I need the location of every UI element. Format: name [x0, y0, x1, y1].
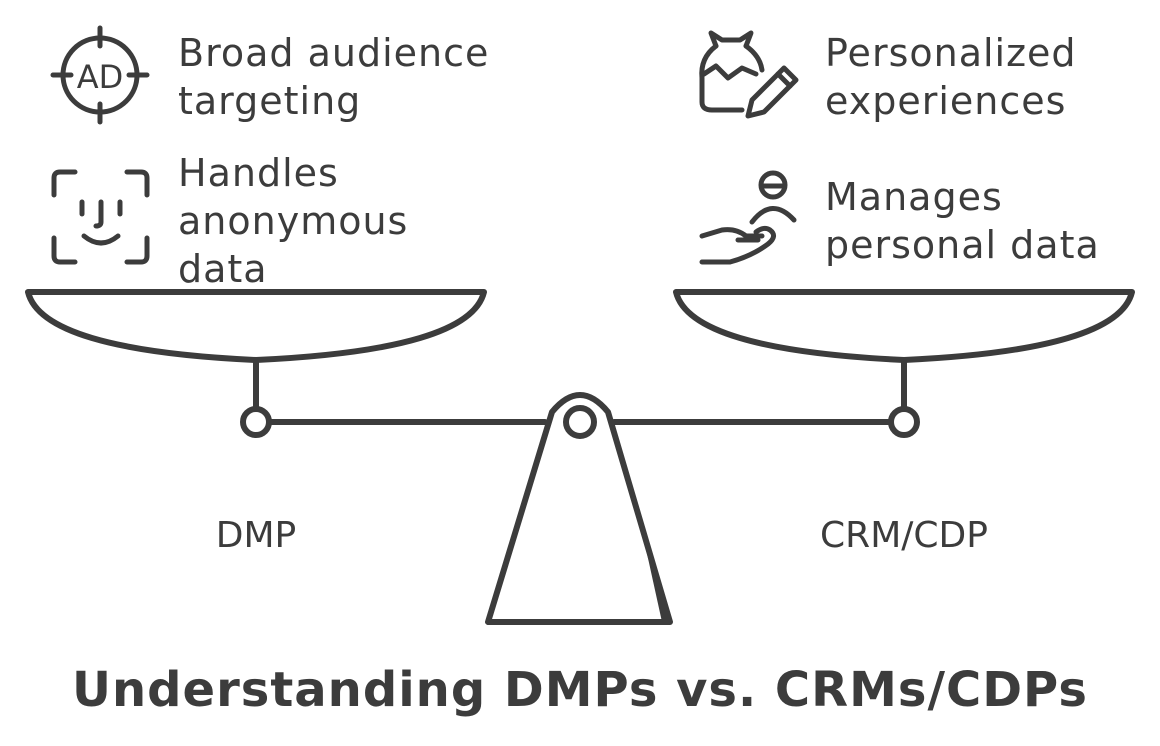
item-line: Personalized	[825, 31, 1077, 75]
item-line: targeting	[178, 79, 361, 123]
item-line: data	[178, 247, 268, 291]
item-line: Broad audience	[178, 31, 489, 75]
item-line: anonymous	[178, 199, 408, 243]
item-broad-audience: Broad audience targeting	[178, 31, 502, 123]
left-pan	[25, 289, 487, 438]
page-title: Understanding DMPs vs. CRMs/CDPs	[72, 662, 1088, 718]
item-line: personal data	[825, 223, 1100, 267]
ad-target-icon	[50, 25, 150, 125]
item-anonymous-data: Handles anonymous data	[178, 151, 421, 291]
item-personal-data: Manages personal data	[825, 175, 1100, 267]
item-line: experiences	[825, 79, 1066, 123]
face-scan-icon	[51, 169, 150, 265]
item-line: Manages	[825, 175, 1003, 219]
item-personalized: Personalized experiences	[825, 31, 1090, 123]
scale-fulcrum	[485, 392, 673, 625]
crm-cdp-label: CRM/CDP	[820, 515, 988, 556]
hand-person-icon	[699, 170, 797, 265]
ad-icon-letters: AD	[77, 58, 124, 96]
right-pan	[673, 289, 1135, 438]
item-line: Handles	[178, 151, 339, 195]
dmp-label: DMP	[216, 515, 297, 556]
jar-pencil-icon	[699, 30, 799, 119]
